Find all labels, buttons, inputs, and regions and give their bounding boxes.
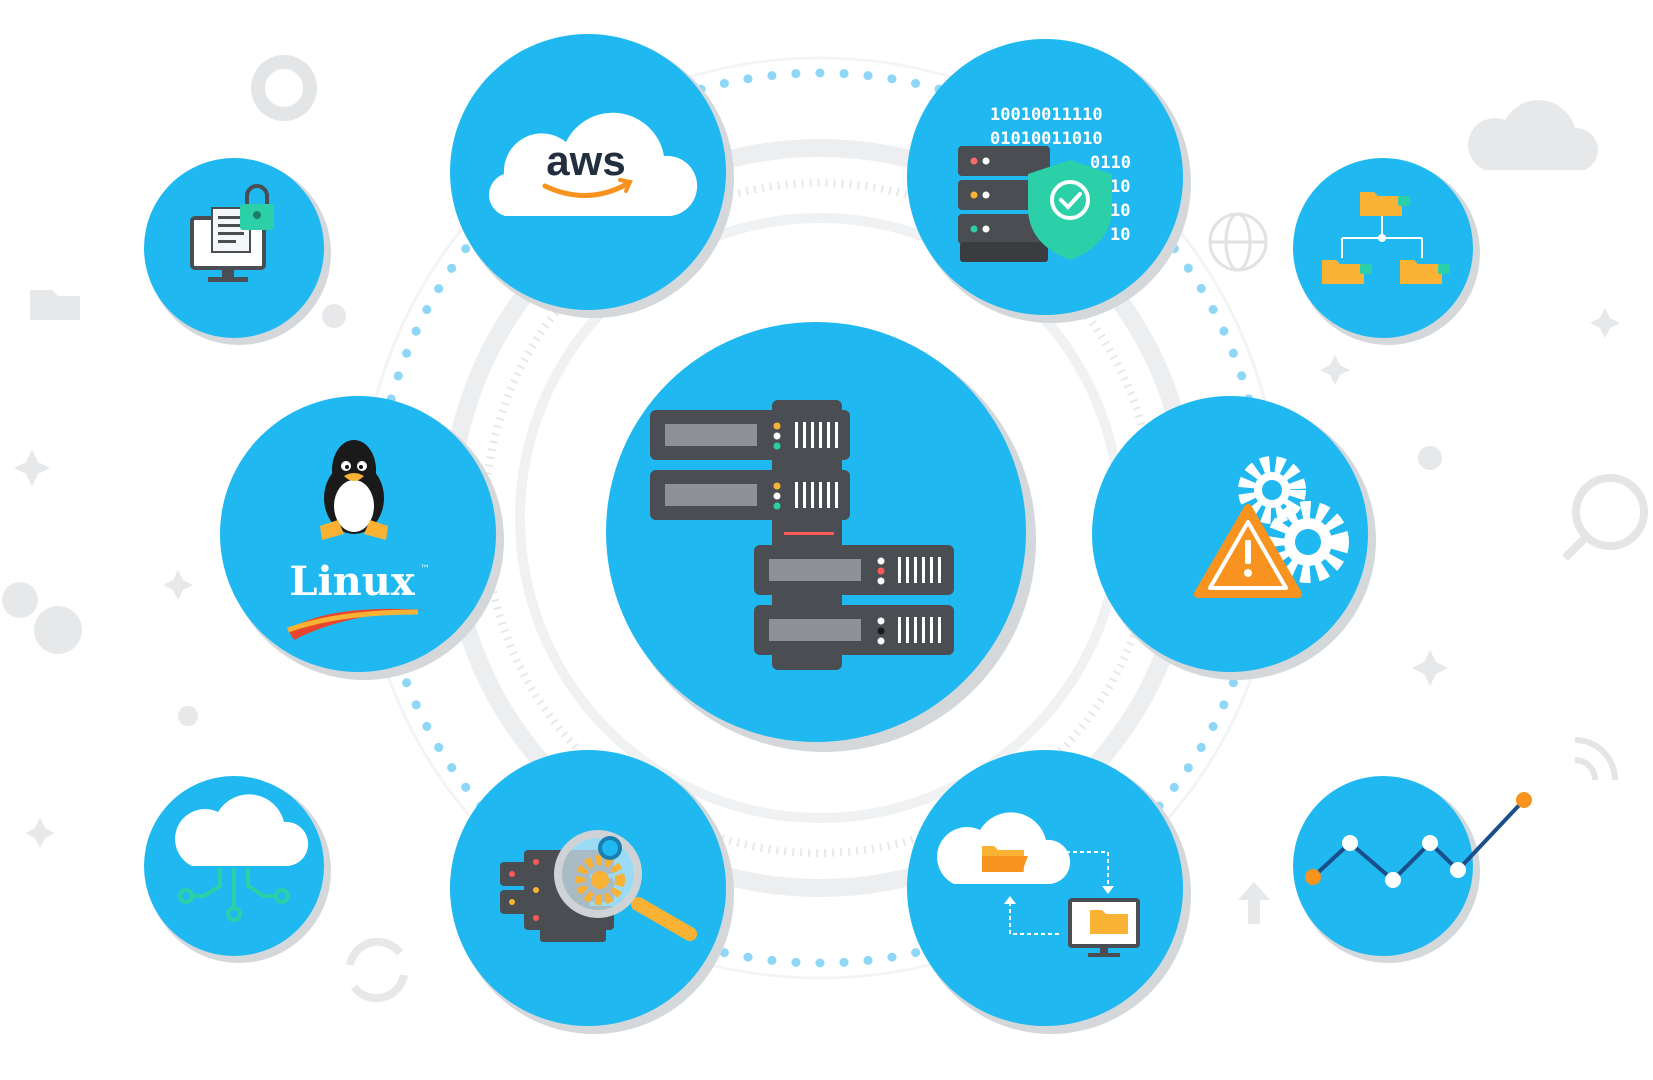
gears-deco-icon — [2, 582, 82, 654]
binary-line-5: 10 — [1110, 201, 1130, 221]
cloud-folder-sync-icon — [907, 750, 1191, 1034]
binary-stream: 10010011110 01010011010 0110 10 10 10 — [990, 105, 1131, 245]
cloud-network-icon — [144, 776, 331, 963]
aws-cloud-logo: aws — [450, 34, 734, 318]
donut-deco-icon — [251, 55, 317, 121]
arrow-up-deco-icon — [1238, 882, 1270, 924]
server-search-gear-icon — [450, 750, 734, 1034]
linux-penguin-logo: Linux ™ — [220, 396, 504, 680]
rss-deco-icon — [1574, 737, 1618, 781]
locked-folder-hierarchy-icon — [1293, 158, 1480, 345]
gear-icon-large — [1267, 501, 1349, 583]
server-tower-lower — [754, 545, 954, 655]
line-chart-icon — [1293, 776, 1532, 963]
warning-gears-icon — [1092, 396, 1376, 680]
lock-document-monitor-icon — [144, 158, 331, 345]
cloud-deco-icon — [1468, 100, 1598, 170]
server-rack-icon — [606, 322, 1036, 752]
binary-line-6: 10 — [1110, 225, 1130, 245]
sparkle-deco-icons — [14, 304, 1620, 848]
globe-deco-icon — [1208, 212, 1268, 272]
sync-deco-icon — [346, 937, 408, 1003]
linux-trademark: ™ — [420, 564, 430, 575]
gear-icon-small — [1238, 456, 1306, 524]
server-stack-icon — [958, 146, 1050, 262]
magnifier-deco-icon — [1562, 474, 1648, 561]
binary-line-1: 10010011110 — [990, 105, 1103, 125]
binary-line-4: 10 — [1110, 177, 1130, 197]
shield-icon — [1028, 160, 1112, 260]
folder-deco-icon — [30, 290, 80, 320]
linux-logo-text: Linux — [289, 558, 415, 605]
binary-line-3: 0110 — [1090, 153, 1131, 173]
aws-logo-text: aws — [546, 137, 625, 184]
binary-line-2: 01010011010 — [990, 129, 1103, 149]
shield-server-binary-icon: 10010011110 01010011010 0110 10 10 10 — [907, 39, 1191, 323]
